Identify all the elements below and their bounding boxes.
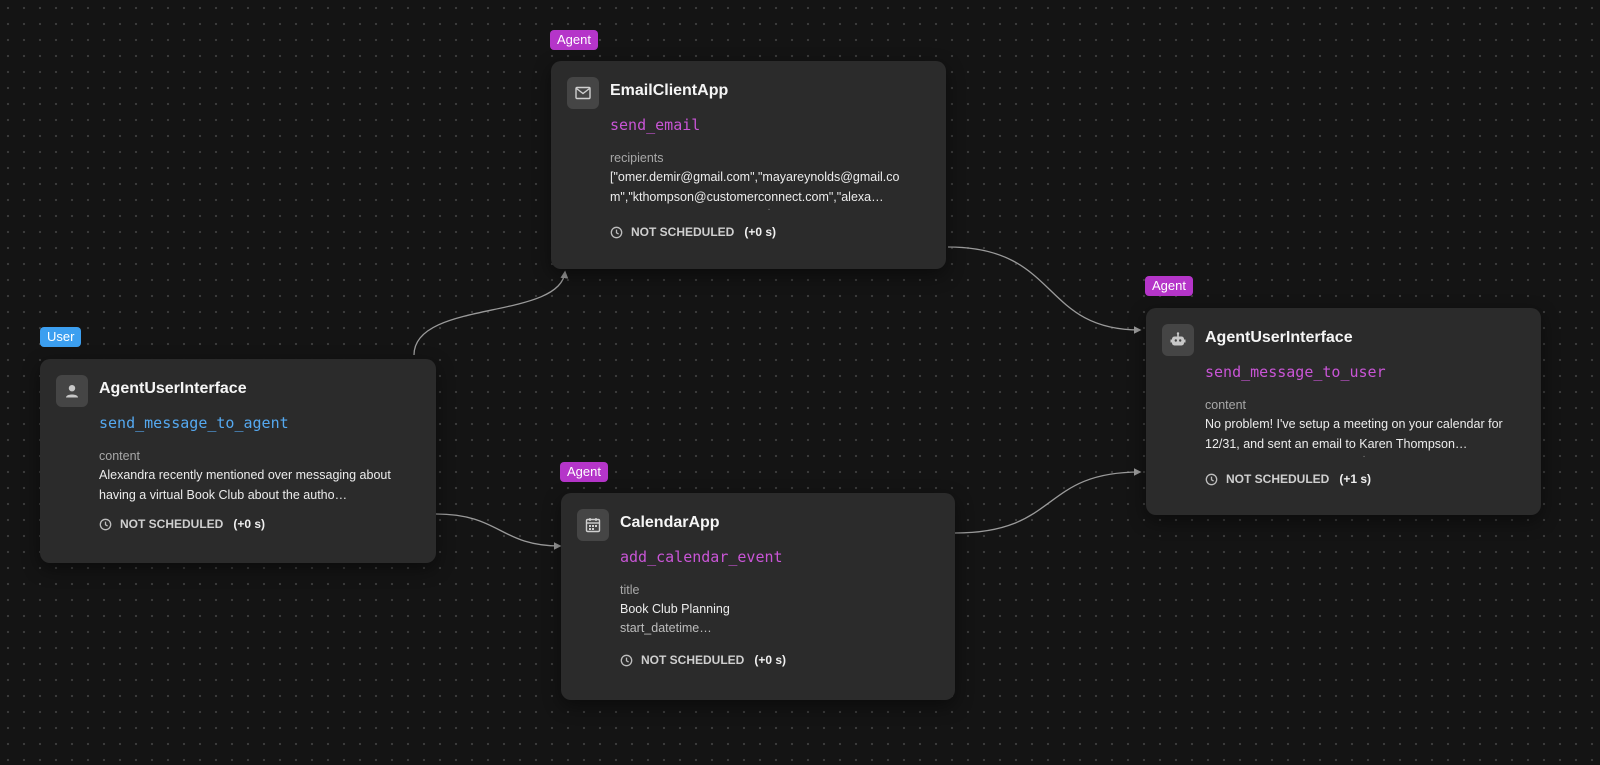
node-agent-reply[interactable]: AgentUserInterface send_message_to_user …	[1146, 308, 1541, 515]
overflow-indicator: ·	[1362, 451, 1366, 462]
node-app-name: AgentUserInterface	[1205, 329, 1353, 346]
schedule-status: NOT SCHEDULED (+0 s)	[620, 651, 937, 669]
node-email-send[interactable]: EmailClientApp send_email recipients ["o…	[551, 61, 946, 269]
arg-label: content	[1205, 398, 1247, 412]
status-text: NOT SCHEDULED	[641, 653, 745, 667]
status-text: NOT SCHEDULED	[120, 517, 224, 531]
arg-label: title	[620, 583, 640, 597]
schedule-status: NOT SCHEDULED (+0 s)	[610, 223, 928, 241]
arg-label: recipients	[610, 151, 664, 165]
delay-text: (+0 s)	[744, 225, 777, 239]
clock-icon	[1205, 473, 1218, 485]
arg-label: content	[99, 449, 141, 463]
edge-user-to-calendar	[435, 513, 562, 550]
delay-text: (+0 s)	[754, 653, 787, 667]
calendar-icon	[577, 509, 609, 541]
node-user-message[interactable]: AgentUserInterface send_message_to_agent…	[40, 359, 436, 563]
node-function-name: send_message_to_agent	[99, 414, 289, 432]
person-icon	[56, 375, 88, 407]
arg-value: ["omer.demir@gmail.com","mayareynolds@gm…	[610, 170, 900, 204]
node-app-name: CalendarApp	[620, 514, 720, 531]
node-app-name: EmailClientApp	[610, 82, 729, 99]
arg-value: No problem! I've setup a meeting on your…	[1205, 417, 1503, 451]
overflow-indicator: ·	[767, 204, 771, 215]
role-badge-agent: Agent	[1145, 276, 1193, 296]
edge-email-to-agent-reply	[947, 246, 1142, 334]
edge-user-to-email	[413, 270, 569, 356]
status-text: NOT SCHEDULED	[1226, 472, 1330, 486]
clock-icon	[620, 654, 633, 666]
arg-value: Book Club Planning	[620, 602, 730, 616]
status-text: NOT SCHEDULED	[631, 225, 735, 239]
delay-text: (+0 s)	[233, 517, 266, 531]
schedule-status: NOT SCHEDULED (+1 s)	[1205, 470, 1523, 488]
delay-text: (+1 s)	[1339, 472, 1372, 486]
clock-icon	[99, 518, 112, 530]
edge-calendar-to-agent-reply	[954, 468, 1142, 534]
node-app-name: AgentUserInterface	[99, 380, 247, 397]
role-badge-agent: Agent	[560, 462, 608, 482]
clock-icon	[610, 226, 623, 238]
node-function-name: send_message_to_user	[1205, 363, 1386, 381]
node-calendar-add-event[interactable]: CalendarApp add_calendar_event title Boo…	[561, 493, 955, 700]
robot-icon	[1162, 324, 1194, 356]
arg-label: start_datetime…	[620, 621, 712, 635]
schedule-status: NOT SCHEDULED (+0 s)	[99, 515, 418, 533]
node-function-name: send_email	[610, 116, 701, 134]
role-badge-user: User	[40, 327, 82, 347]
role-badge-agent: Agent	[550, 30, 598, 50]
node-function-name: add_calendar_event	[620, 548, 783, 566]
mail-icon	[567, 77, 599, 109]
arg-value: Alexandra recently mentioned over messag…	[99, 468, 391, 502]
